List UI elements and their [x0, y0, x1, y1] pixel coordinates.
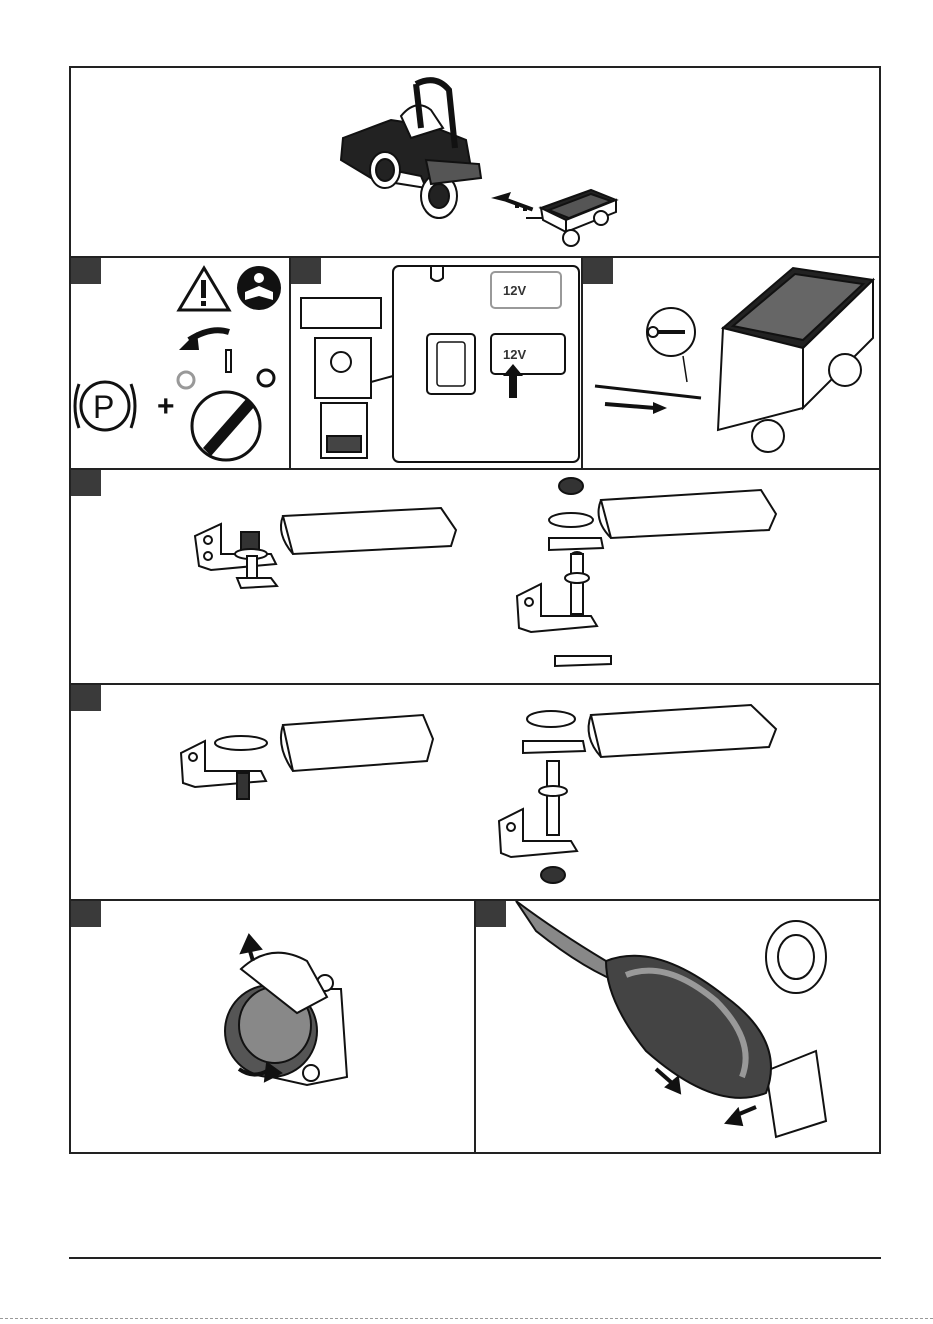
footer-rule: [69, 1257, 881, 1259]
step2-panel: 12V 12V: [291, 258, 581, 468]
mower-with-spreader-illustration: [71, 68, 879, 256]
bracket-exploded-icon: [517, 478, 776, 666]
switch-label-12v-bottom: 12V: [503, 347, 526, 362]
parking-brake-icon: P: [75, 382, 135, 430]
spreader-icon: [718, 268, 873, 452]
top-panel: [71, 68, 879, 256]
plug-connect-icon: [476, 901, 879, 1152]
step3-panel: [583, 258, 879, 468]
step5-panel: [71, 685, 879, 899]
step7-panel: [476, 901, 879, 1152]
read-manual-icon: [237, 266, 281, 310]
bracket-assembly-icon: [181, 715, 433, 799]
bracket-exploded-icon: [499, 705, 776, 883]
step1-panel: P +: [71, 258, 289, 468]
socket-cap-icon: [71, 901, 474, 1152]
ignition-key-icon: [178, 350, 274, 460]
warning-icon: [179, 268, 229, 310]
wrench-icon: [647, 308, 695, 382]
plus-sign: +: [157, 390, 175, 423]
switch-label-12v-top: 12V: [503, 283, 526, 298]
step6-panel: [71, 901, 474, 1152]
rotate-arrow-icon: [179, 330, 229, 350]
mower-top-view-icon: [301, 298, 381, 458]
step4-panel: [71, 470, 879, 683]
bracket-assembly-icon: [195, 508, 456, 588]
page-edge: [0, 1318, 933, 1321]
control-panel: 12V 12V: [393, 266, 579, 462]
svg-text:P: P: [93, 389, 114, 425]
